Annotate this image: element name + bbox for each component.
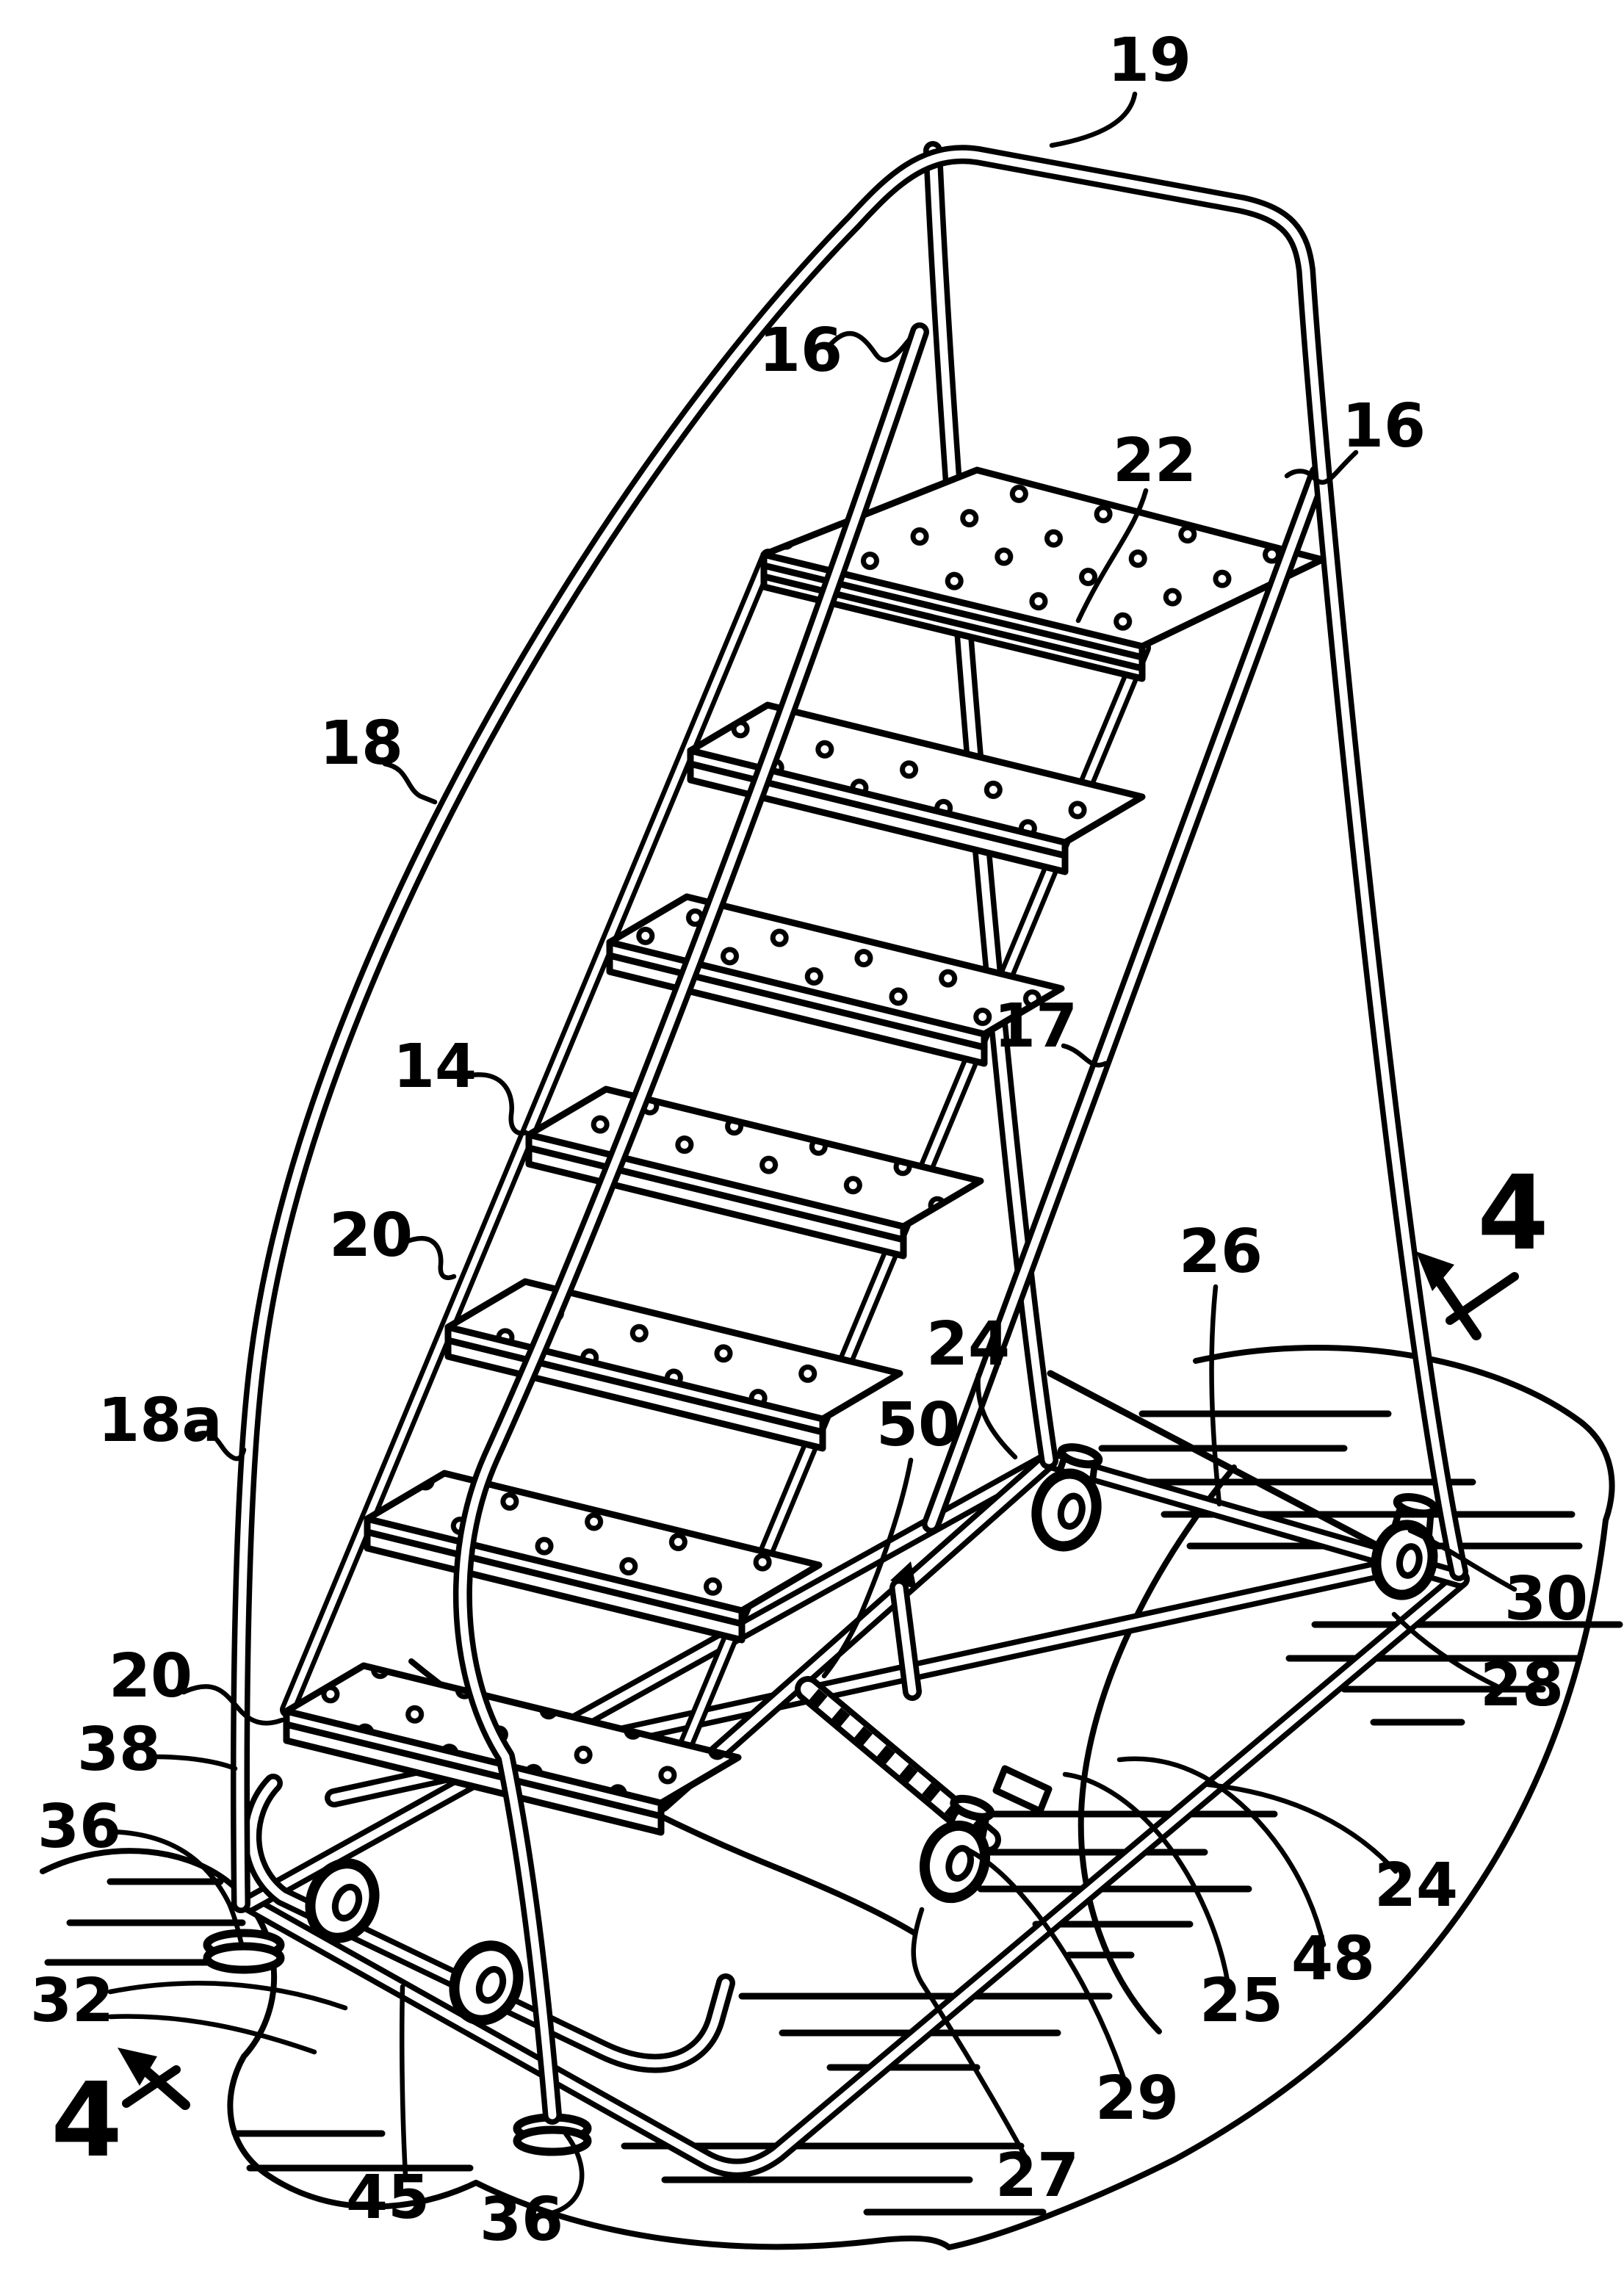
ref-label-16-right: 16	[1342, 391, 1426, 461]
tread-2	[606, 893, 1065, 1067]
support-strut	[922, 464, 1328, 1533]
section-arrowhead-left	[118, 2048, 157, 2086]
section-label-4-right: 4	[1477, 1154, 1548, 1274]
ref-label-14: 14	[393, 1032, 477, 1102]
stair-handrail	[452, 322, 929, 2125]
ref-label-20-upper: 20	[329, 1201, 413, 1271]
tread-bottom	[283, 1662, 742, 1836]
reference-numerals: 19 16 22 16 18 17 14 20 26 24 50 18a 30 …	[30, 26, 1588, 2255]
ref-label-26: 26	[1179, 1217, 1263, 1287]
step-treads	[283, 701, 1146, 1836]
caster-bottom-left-b	[449, 1940, 524, 2026]
ref-label-24-upper: 24	[926, 1309, 1010, 1379]
lock-pedal	[992, 1765, 1053, 1815]
tread-1	[687, 701, 1146, 875]
ref-label-29: 29	[1095, 2064, 1179, 2134]
section-marker-right: 4	[1416, 1154, 1549, 1340]
rear-left-post	[923, 141, 1058, 1470]
ref-label-27: 27	[995, 2141, 1079, 2211]
ref-label-28: 28	[1480, 1650, 1564, 1720]
ref-label-30: 30	[1504, 1564, 1588, 1634]
section-label-4-left: 4	[51, 2061, 122, 2181]
ref-label-25: 25	[1199, 1966, 1283, 2036]
ref-label-36-bottom: 36	[480, 2185, 563, 2255]
tow-drawbar	[795, 1561, 1053, 1853]
ref-label-50: 50	[876, 1390, 960, 1460]
ref-label-17: 17	[994, 991, 1078, 1061]
foot-pad-front	[513, 2113, 592, 2156]
ground-hatching	[44, 1410, 1623, 2216]
ref-label-45: 45	[346, 2163, 430, 2233]
ref-label-18: 18	[320, 709, 403, 778]
caster-rear-right	[1371, 1492, 1439, 1600]
ref-label-19: 19	[1108, 26, 1191, 95]
section-marker-bottom-left: 4	[51, 2048, 190, 2181]
caster-rear-left	[1031, 1443, 1103, 1552]
caster-front	[919, 1794, 995, 1904]
top-platform	[760, 466, 1326, 682]
guard-rail-frame	[231, 145, 1468, 1913]
ref-label-32: 32	[30, 1966, 114, 2036]
foot-pad-left	[203, 1929, 285, 1974]
ref-label-38: 38	[77, 1715, 161, 1785]
ref-label-48: 48	[1291, 1924, 1375, 1994]
leader-lines	[107, 91, 1517, 2217]
bottom-caster-frame	[242, 1774, 735, 2073]
ref-label-36-left: 36	[37, 1792, 121, 1862]
ref-label-22: 22	[1113, 426, 1197, 496]
ref-label-16-left: 16	[759, 316, 842, 386]
caster-bottom-left-a	[305, 1858, 380, 1943]
ref-label-18a: 18a	[98, 1386, 222, 1456]
section-arrowhead-right	[1416, 1251, 1454, 1291]
ref-label-24-lower: 24	[1374, 1851, 1458, 1921]
ref-label-20-lower: 20	[109, 1641, 192, 1711]
